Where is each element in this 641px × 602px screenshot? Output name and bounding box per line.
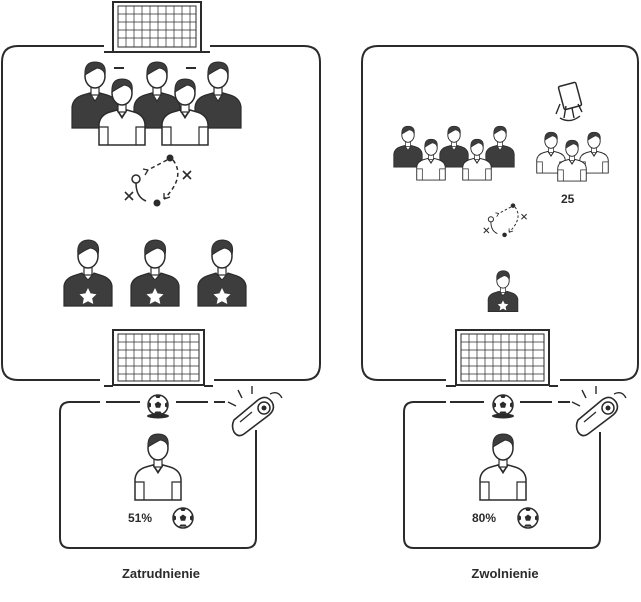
right-player-icon: [479, 433, 527, 501]
left-tactics-diagram-icon: [124, 153, 192, 208]
right-percentage: 80%: [472, 511, 497, 525]
left-whistle-icon: [227, 385, 283, 437]
right-star-player-icon: [487, 270, 519, 313]
left-detail-box: [59, 401, 257, 549]
right-card-group-icon: [536, 81, 609, 182]
left-star-players-icon: [63, 239, 247, 307]
right-tactics-diagram-icon: [483, 202, 528, 238]
right-pitch-outline: [361, 45, 639, 381]
left-percentage: 51%: [128, 511, 153, 525]
left-caption: Zatrudnienie: [121, 566, 201, 581]
left-pitch-outline: [1, 45, 321, 381]
right-soccer-ball-icon: [517, 507, 539, 529]
right-penalty-ball-icon: [492, 394, 514, 416]
left-player-icon: [134, 433, 182, 501]
referee-card-icon: [555, 81, 583, 122]
left-top-goal-icon: [104, 1, 210, 53]
left-penalty-ball-icon: [147, 394, 169, 416]
right-card-count: 25: [561, 192, 575, 206]
right-bottom-goal-icon: [446, 329, 558, 387]
left-team-icon: [71, 61, 242, 146]
left-bottom-goal-icon: [104, 329, 213, 387]
right-detail-box: [403, 401, 601, 549]
left-soccer-ball-icon: [172, 507, 194, 529]
right-whistle-icon: [571, 385, 627, 437]
right-team-icon: [393, 125, 515, 181]
right-caption: Zwolnienie: [471, 566, 539, 581]
